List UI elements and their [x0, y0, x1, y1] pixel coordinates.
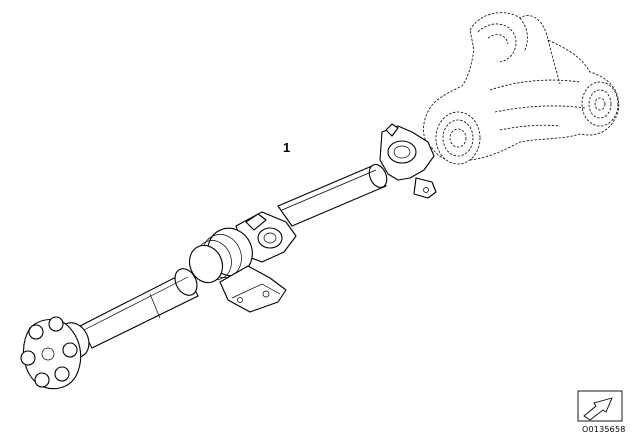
diagram-id-icon [577, 390, 623, 422]
callout-number: 1 [283, 140, 291, 155]
drive-shaft-assembly [20, 123, 437, 390]
front-tube [79, 268, 199, 349]
rear-tube [277, 163, 388, 227]
diagram-id-label: O0135658 [582, 425, 626, 434]
rear-differential-ghost [423, 12, 620, 165]
center-bearing [188, 211, 297, 313]
front-flex-disc [20, 316, 90, 390]
rear-universal-joint [379, 123, 437, 199]
